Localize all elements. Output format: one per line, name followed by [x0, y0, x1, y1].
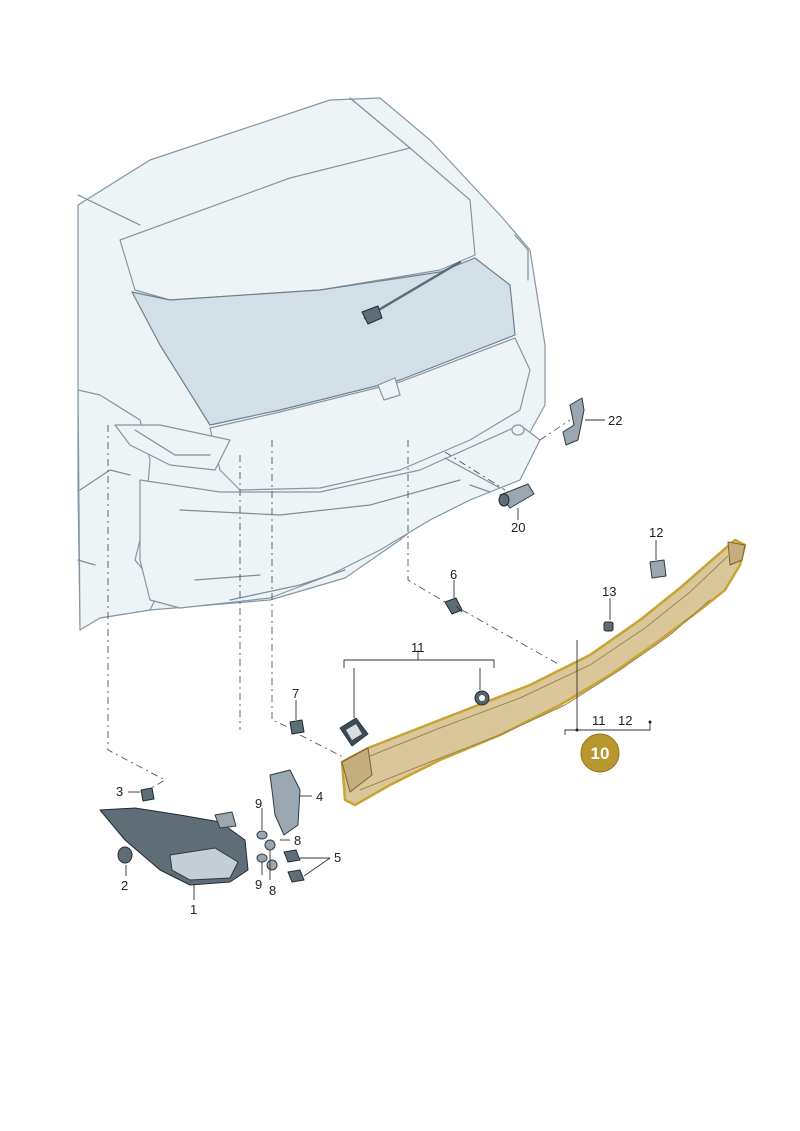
callout-labels: 22 20 12 6 13 11 7 11 12 3 4 9 8 5 2 9 8… [116, 413, 663, 917]
callout-9-bottom: 9 [255, 877, 262, 892]
bracket-4 [269, 769, 301, 836]
callout-20: 20 [511, 520, 525, 535]
callout-5: 5 [334, 850, 341, 865]
callout-8-top: 8 [294, 833, 301, 848]
clip-12 [649, 559, 667, 579]
assembly-lines [107, 419, 571, 791]
gasket-11 [339, 717, 369, 747]
ring-11 [474, 690, 490, 706]
bracket-22 [562, 397, 585, 446]
badge-label: 10 [591, 744, 610, 763]
screw-6 [444, 597, 463, 615]
car-rear-body [77, 97, 546, 631]
callout-12-ref: 12 [618, 713, 632, 728]
callout-8-bottom: 8 [269, 883, 276, 898]
nut-13 [603, 621, 614, 632]
clip-7 [289, 719, 305, 735]
callout-7: 7 [292, 686, 299, 701]
sensor-20 [498, 483, 535, 509]
leader-lines [125, 419, 657, 900]
grommet-2 [117, 846, 133, 864]
callout-11-ref: 11 [592, 713, 606, 728]
callout-2: 2 [121, 878, 128, 893]
callout-6: 6 [450, 567, 457, 582]
callout-11-group: 11 [411, 640, 425, 655]
nut-3 [140, 787, 155, 802]
callout-12-top: 12 [649, 525, 663, 540]
callout-4: 4 [316, 789, 323, 804]
callout-3: 3 [116, 784, 123, 799]
highlighted-trim-strip [340, 538, 747, 807]
tail-lamp-1 [99, 807, 249, 886]
highlight-badge: 10 [580, 733, 620, 773]
callout-13: 13 [602, 584, 616, 599]
callout-1: 1 [190, 902, 197, 917]
callout-9-top: 9 [255, 796, 262, 811]
fasteners-5-8-9 [256, 830, 305, 883]
callout-22: 22 [608, 413, 622, 428]
